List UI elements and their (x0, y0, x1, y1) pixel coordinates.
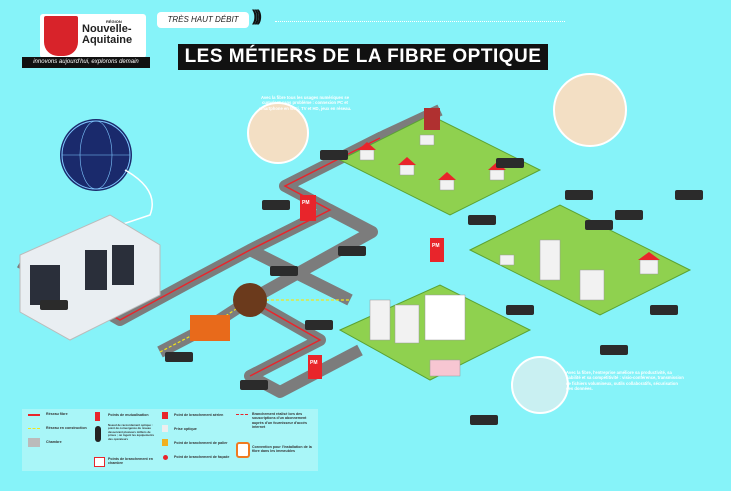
red-dot-icon (163, 455, 168, 460)
job-labels (40, 150, 703, 425)
dotted-divider (275, 21, 565, 22)
red-square-icon (162, 412, 168, 419)
home-usage-note: Avec la fibre tous les usages numériques… (258, 95, 352, 111)
signal-waves-icon: ))) (252, 8, 262, 25)
business-usage-note: Avec la fibre, l'entreprise améliore sa … (566, 370, 684, 392)
optical-outlet-icon (162, 425, 168, 432)
church (424, 108, 440, 130)
truck (190, 315, 230, 341)
business-bubble (511, 356, 569, 414)
red-line-icon (28, 414, 40, 416)
legend: Réseau fibre Réseau en construction Cham… (22, 409, 318, 471)
green-zones (338, 114, 692, 381)
aerial-work-bubble (553, 73, 627, 147)
houses (358, 108, 660, 377)
pm-label: PM (302, 200, 310, 206)
home-usage-bubble (247, 102, 309, 164)
region-logo: RÉGION Nouvelle-Aquitaine (40, 14, 146, 58)
pm-cabinets (300, 195, 444, 379)
fiber-line (19, 137, 381, 377)
page-title: LES MÉTIERS DE LA FIBRE OPTIQUE (178, 44, 548, 70)
convention-icon (236, 442, 250, 458)
yellow-dashed-line-icon (28, 428, 40, 429)
pm-label: PM (432, 243, 440, 249)
chamber-icon (28, 438, 40, 447)
red-dashed-line-icon (236, 414, 248, 415)
orange-square-icon (162, 439, 168, 446)
square-outline-icon (94, 457, 105, 467)
pm-label: PM (310, 360, 318, 366)
lion-shield-icon (44, 16, 78, 56)
construction-line (159, 299, 350, 353)
nro-icon (95, 426, 101, 442)
tagline: innovons aujourd'hui, explorons demain (22, 57, 150, 68)
speed-badge: TRÈS HAUT DÉBIT (157, 12, 249, 28)
pm-cabinet-icon (95, 412, 100, 421)
